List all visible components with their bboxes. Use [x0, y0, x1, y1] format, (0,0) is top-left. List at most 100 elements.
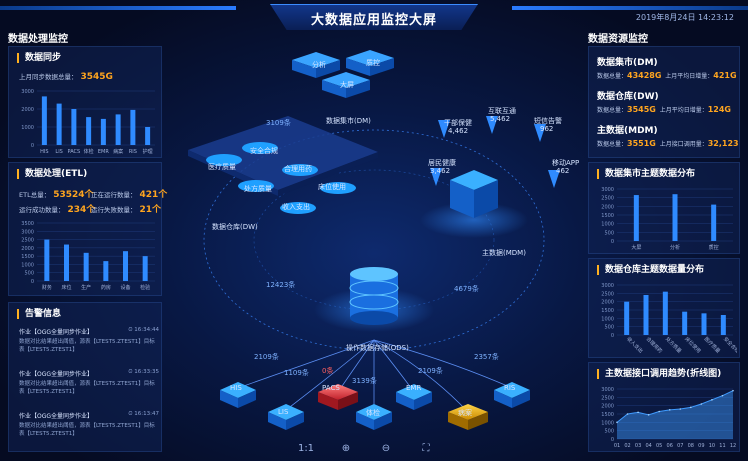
- alert-body: 数据对比结果超出阈值，源表【LTEST5.ZTEST1】目标表【LTEST5.Z…: [19, 423, 155, 437]
- mdm-node-name: 短信告警: [534, 117, 562, 125]
- alert-head: 作业【OGG全量同步作业】: [19, 329, 94, 336]
- resource-mdm-inc-value: 32,123: [707, 139, 739, 148]
- warehouse-item: 合理用药: [284, 165, 312, 173]
- mdm-pyramids: [430, 116, 560, 188]
- ods-database-icon[interactable]: [349, 267, 399, 325]
- diagram-toolbar: 1:1 ⊕ ⊖ ⛶: [296, 440, 436, 458]
- resource-dm-total-label: 数据总量：: [597, 73, 628, 80]
- data-point: [721, 394, 724, 397]
- alert-panel-title: 告警信息: [17, 309, 61, 319]
- etl-fail-label: 运行失败数量：: [91, 206, 137, 214]
- x-tick-label: 大屏: [631, 244, 641, 251]
- y-tick-label: 1000: [21, 125, 34, 131]
- datetime: 2019年8月24日 14:23:12: [635, 13, 734, 22]
- resource-dw-inc-value: 124G: [707, 105, 731, 114]
- trend-line: [616, 390, 734, 423]
- fit-button[interactable]: 1:1: [297, 443, 315, 454]
- warehouse-item: 床位使用: [318, 183, 346, 191]
- y-tick-label: 3000: [601, 283, 614, 289]
- source-tijian[interactable]: [356, 404, 392, 430]
- mdm-node-value: 4,462: [448, 127, 469, 135]
- y-tick-label: 2000: [601, 204, 614, 210]
- zoom-out-icon[interactable]: ⊖: [381, 443, 391, 454]
- data-point: [658, 410, 660, 413]
- alert-body: 数据对比结果超出阈值，源表【LTEST5.ZTEST1】目标表【LTEST5.Z…: [19, 381, 155, 395]
- alert-time-value: 16:34:44: [134, 327, 159, 333]
- flow-dw-to-ods: 12423条: [266, 281, 296, 289]
- bar: [130, 109, 136, 145]
- resource-dm-total-value: 43428G: [627, 71, 662, 80]
- x-tick-label: 02: [624, 443, 630, 449]
- source-label-ris: RIS: [504, 384, 516, 392]
- fullscreen-icon[interactable]: ⛶: [422, 443, 430, 454]
- header-left-bar: [0, 6, 236, 10]
- x-tick-label: 医疗质量: [703, 335, 722, 354]
- alert-panel: 告警信息 作业【OGG全量同步作业】 ⏲ 16:34:44 数据对比结果超出阈值…: [8, 302, 162, 452]
- bar: [643, 295, 649, 335]
- bar: [100, 118, 106, 145]
- warehouse-item: 安全合规: [250, 147, 278, 155]
- etl-running-label: 正在运行数量：: [91, 191, 137, 199]
- alert-time: ⏲ 16:33:35: [128, 369, 159, 375]
- source-emr[interactable]: [396, 384, 432, 410]
- resource-dm: 数据集市(DM) 数据总量：43428G 上月平均日增量：421G: [597, 55, 737, 80]
- x-tick-label: 09: [698, 443, 704, 449]
- y-tick-label: 3000: [601, 187, 614, 193]
- data-point: [732, 389, 734, 392]
- bar: [103, 261, 109, 281]
- etl-running: 正在运行数量：421个: [91, 187, 167, 200]
- resource-mdm-stats: 数据总量：3551G 上月接口调用量：32,123: [597, 139, 739, 148]
- mdm-node-name: 居民健康: [428, 159, 456, 167]
- source-label-pacs: PACS: [322, 384, 340, 392]
- x-tick-label: 生产: [81, 284, 91, 291]
- resource-mdm-total-value: 3551G: [627, 139, 656, 148]
- y-tick-label: 3500: [21, 221, 34, 227]
- bar: [701, 313, 707, 335]
- alert-item[interactable]: 作业【OGG全量同步作业】 ⏲ 16:34:44 数据对比结果超出阈值，源表【L…: [19, 327, 159, 354]
- x-tick-label: 08: [688, 443, 694, 449]
- resource-dm-stats: 数据总量：43428G 上月平均日增量：421G: [597, 71, 737, 80]
- y-tick-label: 0: [611, 437, 614, 443]
- source-bingan[interactable]: [448, 404, 488, 430]
- mdm-node-name: 移动APP: [552, 159, 580, 167]
- alert-head: 作业【OGG全量同步作业】: [19, 413, 94, 420]
- alert-item[interactable]: 作业【OGG全量同步作业】 ⏲ 16:13:47 数据对比结果超出阈值，源表【L…: [19, 411, 159, 438]
- mdm-node-value: 3,462: [430, 167, 451, 175]
- data-point: [700, 403, 703, 405]
- x-tick-label: 11: [719, 443, 725, 449]
- data-point: [616, 421, 618, 424]
- source-his[interactable]: [220, 382, 256, 408]
- header-title-plate: [270, 4, 478, 30]
- flow-pacs: 0条: [322, 367, 334, 375]
- source-lis[interactable]: [268, 404, 304, 430]
- architecture-diagram: [188, 50, 560, 430]
- resource-dm-inc-value: 421G: [713, 71, 737, 80]
- x-tick-label: 03: [635, 443, 641, 449]
- bar: [633, 195, 639, 241]
- bar: [142, 256, 148, 281]
- page-title: 大数据应用监控大屏: [310, 13, 437, 28]
- x-tick-label: 护理: [143, 148, 153, 155]
- resource-dw-inc-label: 上月平均日增量：: [659, 107, 708, 114]
- orbit-ring: [203, 129, 545, 351]
- etl-panel-title: 数据处理(ETL): [17, 169, 87, 179]
- etl-success-value: 234个: [67, 205, 96, 215]
- mdm-node-value: 962: [540, 125, 554, 133]
- header: 大数据应用监控大屏 2019年8月24日 14:23:12: [0, 0, 748, 36]
- resource-dw-name: 数据仓库(DW): [597, 92, 659, 102]
- mdm-node-name: 互联互通: [488, 107, 516, 115]
- x-tick-label: 床位使用: [683, 335, 702, 354]
- x-tick-label: 财务: [42, 284, 52, 291]
- flow-to-mart: 3109条: [266, 119, 291, 127]
- x-tick-label: LIS: [55, 149, 62, 155]
- alert-item[interactable]: 作业【OGG全量同步作业】 ⏲ 16:33:35 数据对比结果超出阈值，源表【L…: [19, 369, 159, 396]
- resource-dm-name: 数据集市(DM): [597, 58, 658, 68]
- y-tick-label: 1000: [601, 222, 614, 228]
- source-pacs[interactable]: [318, 384, 358, 410]
- warehouse-dist-title: 数据仓库主题数据量分布: [597, 265, 704, 275]
- source-ris[interactable]: [494, 382, 530, 408]
- flow-lis: 1109条: [284, 369, 309, 377]
- zoom-in-icon[interactable]: ⊕: [341, 443, 351, 454]
